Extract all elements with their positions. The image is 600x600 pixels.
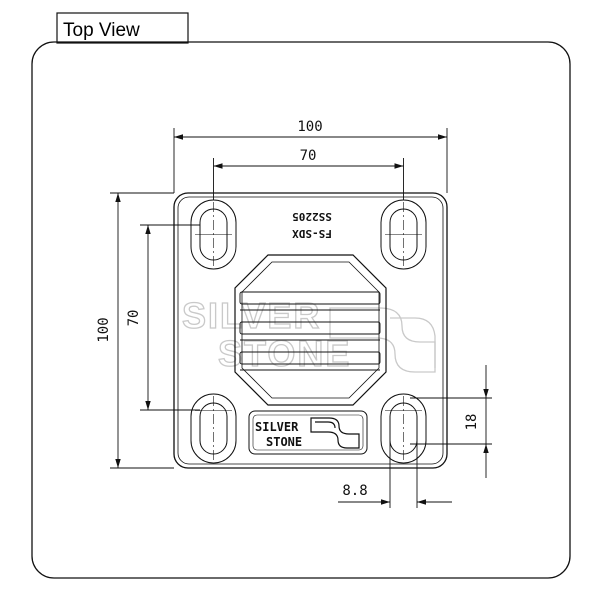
slot-top-right <box>380 199 427 270</box>
slot-bottom-right <box>380 393 427 464</box>
brand-line1: SILVER <box>255 420 299 434</box>
slot-bottom-left <box>190 393 237 464</box>
center-boss <box>234 254 387 406</box>
center-ribs <box>239 291 381 371</box>
dimension-labels: 100 70 100 70 18 8.8 <box>96 119 480 499</box>
dim-slot-width: 8.8 <box>342 483 367 499</box>
dim-overall-width: 100 <box>297 119 322 135</box>
dim-slot-length: 18 <box>464 414 480 431</box>
watermark-logo-icon <box>329 307 436 373</box>
watermark: SILVER STONE <box>181 294 436 375</box>
dim-overall-height: 100 <box>96 317 112 342</box>
brand-line2: STONE <box>266 435 302 449</box>
code-marking: SS2205 <box>292 210 332 223</box>
part-marking: FS-SDX SS2205 <box>292 210 332 240</box>
model-marking: FS-SDX <box>292 227 332 240</box>
view-title: Top View <box>63 20 140 41</box>
dim-hole-spacing-x: 70 <box>300 148 317 164</box>
slot-top-left <box>190 199 237 270</box>
dimension-lines <box>110 128 492 508</box>
brand-logo-icon <box>310 417 360 449</box>
dim-hole-spacing-y: 70 <box>126 310 142 327</box>
watermark-silver: SILVER <box>182 295 321 336</box>
mounting-plate <box>173 192 448 469</box>
watermark-stone: STONE <box>218 333 351 374</box>
drawing-frame <box>31 41 571 579</box>
brand-badge: SILVER STONE <box>248 410 368 455</box>
view-title-tab: Top View <box>56 12 189 44</box>
